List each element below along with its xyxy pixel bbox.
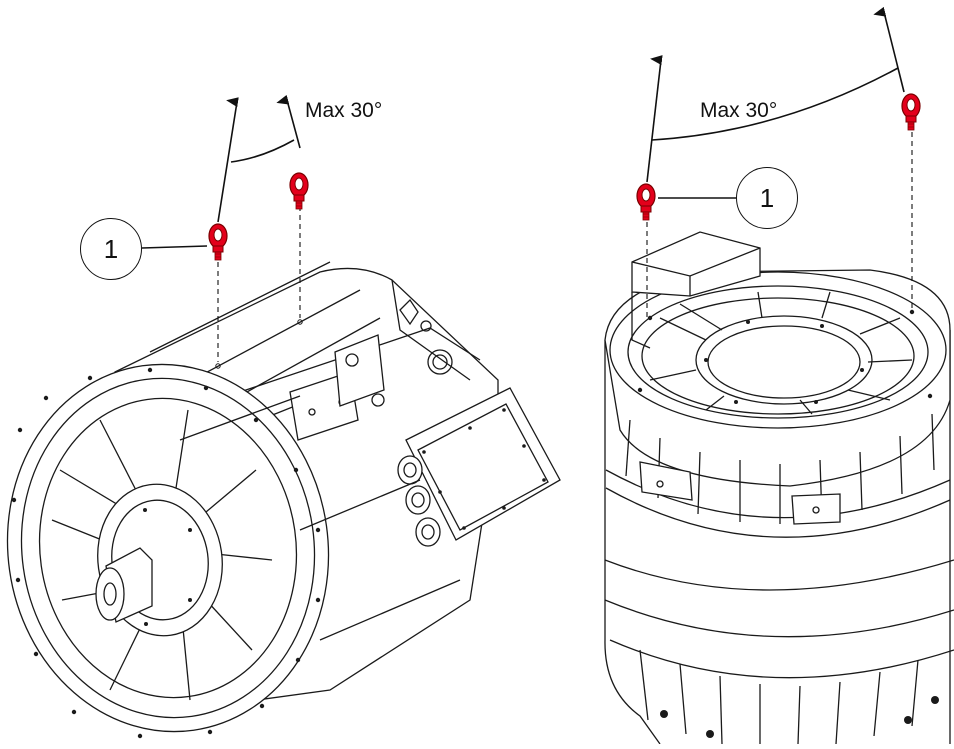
right-eyebolt-1 bbox=[636, 183, 656, 221]
left-eyebolt-2 bbox=[289, 172, 309, 210]
left-eyebolt-1 bbox=[208, 223, 228, 261]
right-lift-lines bbox=[646, 6, 913, 318]
left-motor bbox=[6, 261, 561, 739]
left-lift-lines bbox=[141, 94, 301, 362]
right-angle-label: Max 30° bbox=[700, 99, 778, 122]
left-lifting-holes bbox=[215, 319, 303, 369]
left-callout-number: 1 bbox=[103, 233, 119, 264]
right-callout-1: 1 bbox=[736, 167, 798, 229]
left-callout-1: 1 bbox=[80, 218, 142, 280]
left-angle-label: Max 30° bbox=[305, 99, 383, 122]
right-motor bbox=[604, 231, 954, 745]
right-eyebolt-2 bbox=[901, 93, 921, 131]
right-callout-number: 1 bbox=[759, 182, 775, 213]
